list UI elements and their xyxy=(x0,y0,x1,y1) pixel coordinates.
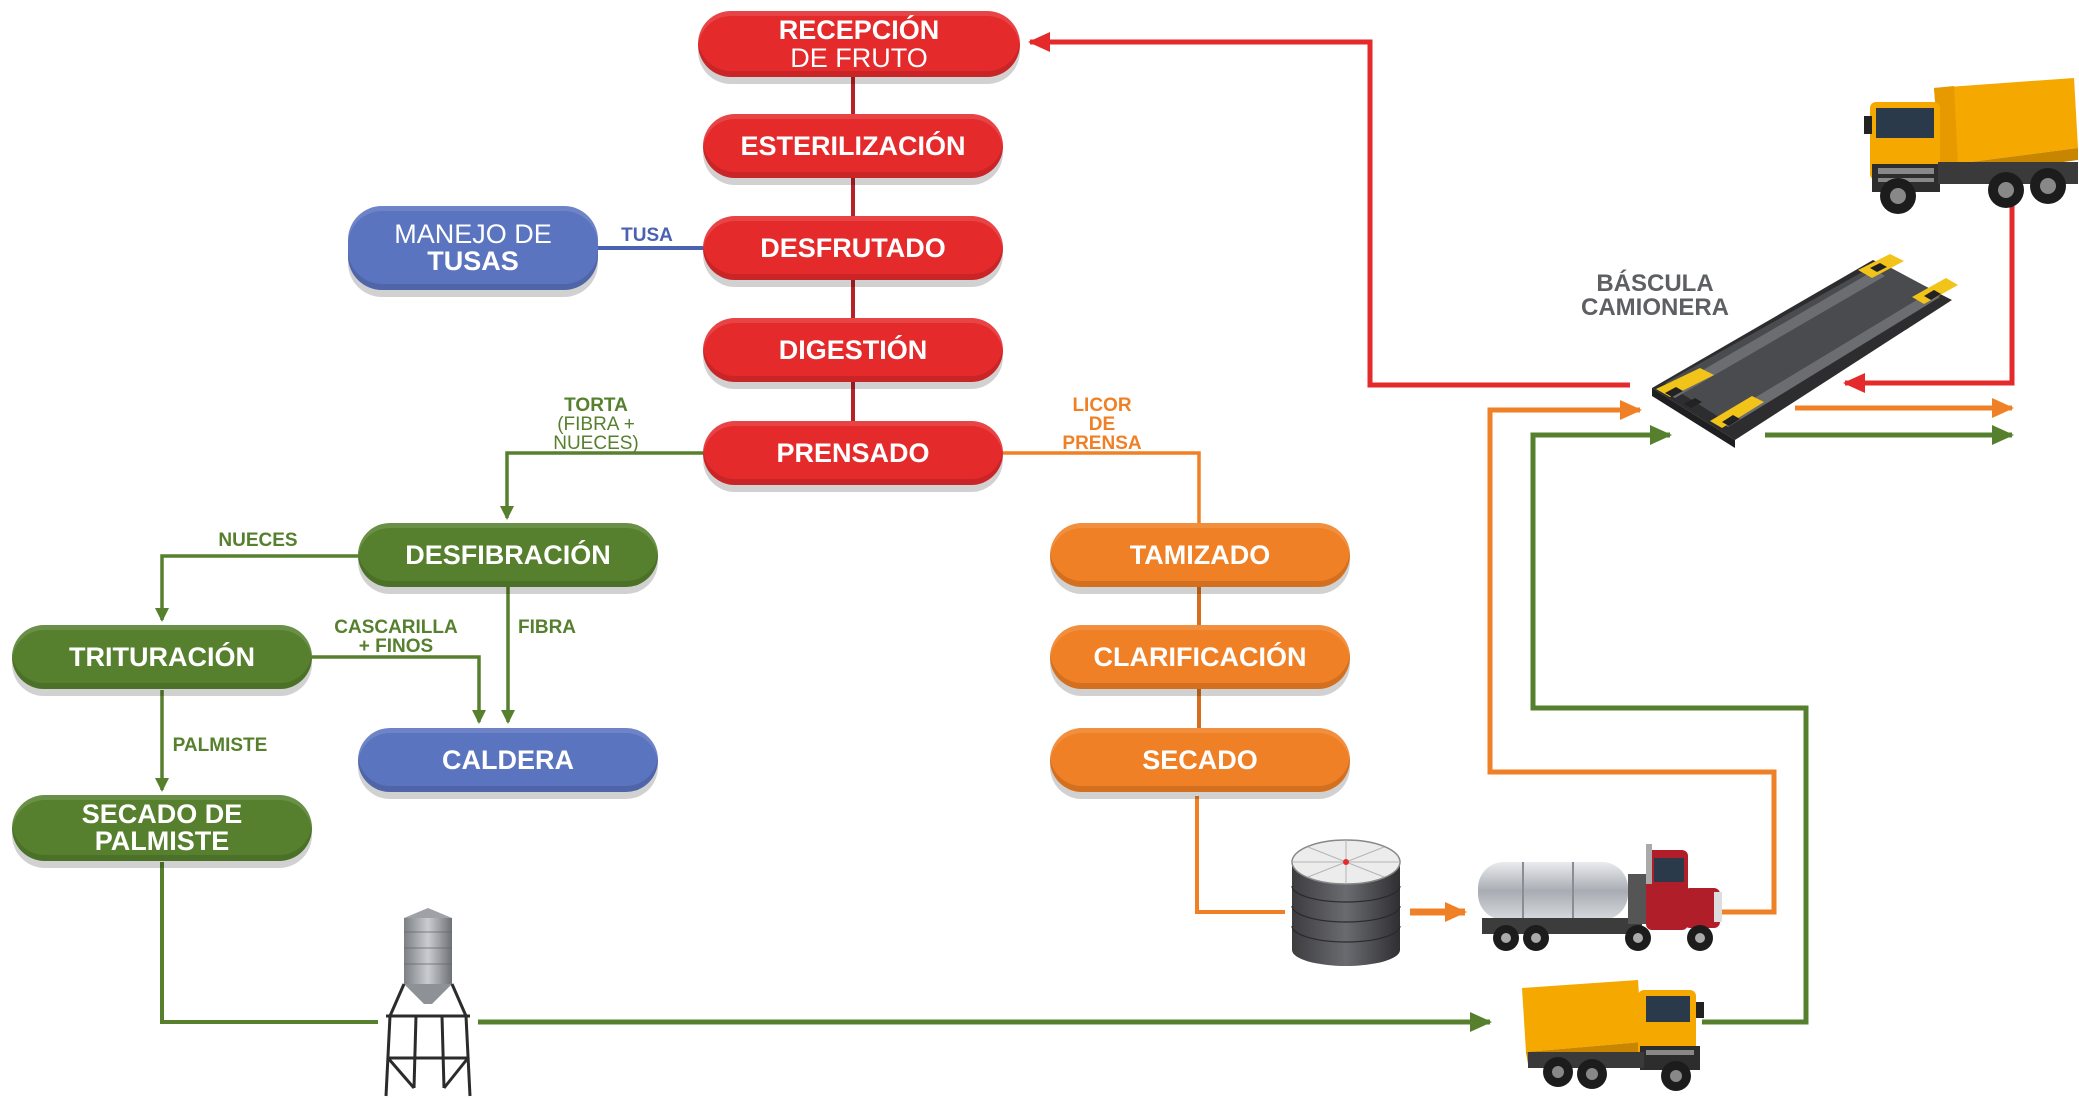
node-manejo-de-tusas: MANEJO DE TUSAS xyxy=(348,206,598,290)
label-palmiste: PALMISTE xyxy=(172,735,268,756)
truck-to-scale-red-route xyxy=(1843,198,2015,393)
node-trituracion: TRITURACIÓN xyxy=(12,625,312,689)
silo-icon xyxy=(384,908,472,1097)
scale-to-reception-route xyxy=(1028,32,1630,388)
node-esterilizacion: ESTERILIZACIÓN xyxy=(703,114,1003,178)
storage-tank-icon xyxy=(1291,839,1401,966)
truck-scale-icon xyxy=(1652,254,1958,448)
label-bascula-camionera: BÁSCULA CAMIONERA xyxy=(1581,270,1729,321)
tanker-truck-icon xyxy=(1478,844,1722,951)
label-licor-de-prensa: LICOR DE PRENSA xyxy=(1062,395,1142,454)
node-secado: SECADO xyxy=(1050,728,1350,792)
node-prensado: PRENSADO xyxy=(703,421,1003,485)
tanker-to-scale-route xyxy=(1487,400,1777,915)
node-clarificacion: CLARIFICACIÓN xyxy=(1050,625,1350,689)
node-desfibracion: DESFIBRACIÓN xyxy=(358,523,658,587)
node-desfrutado: DESFRUTADO xyxy=(703,216,1003,280)
label-cascarilla-finos: CASCARILLA + FINOS xyxy=(334,617,458,657)
dump-truck-icon xyxy=(1864,78,2078,214)
label-tusa: TUSA xyxy=(621,225,673,246)
node-digestion: DIGESTIÓN xyxy=(703,318,1003,382)
node-secado-de-palmiste: SECADO DE PALMISTE xyxy=(12,795,312,861)
node-caldera: CALDERA xyxy=(358,728,658,792)
label-torta: TORTA (FIBRA + NUECES) xyxy=(553,395,639,454)
cascarilla-connector xyxy=(312,655,486,724)
palmiste-to-silo-connector xyxy=(160,862,378,1024)
truck-to-scale-route xyxy=(1530,425,1809,1025)
licor-connector xyxy=(1003,451,1201,526)
secado-to-tank-connector xyxy=(1195,796,1285,914)
nueces-connector xyxy=(155,554,358,622)
node-recepcion-de-fruto: RECEPCIÓN DE FRUTO xyxy=(698,11,1020,77)
label-fibra: FIBRA xyxy=(517,617,577,638)
label-nueces: NUECES xyxy=(218,530,298,551)
node-tamizado: TAMIZADO xyxy=(1050,523,1350,587)
dump-truck-icon xyxy=(1522,980,1704,1091)
torta-connector xyxy=(500,451,705,520)
